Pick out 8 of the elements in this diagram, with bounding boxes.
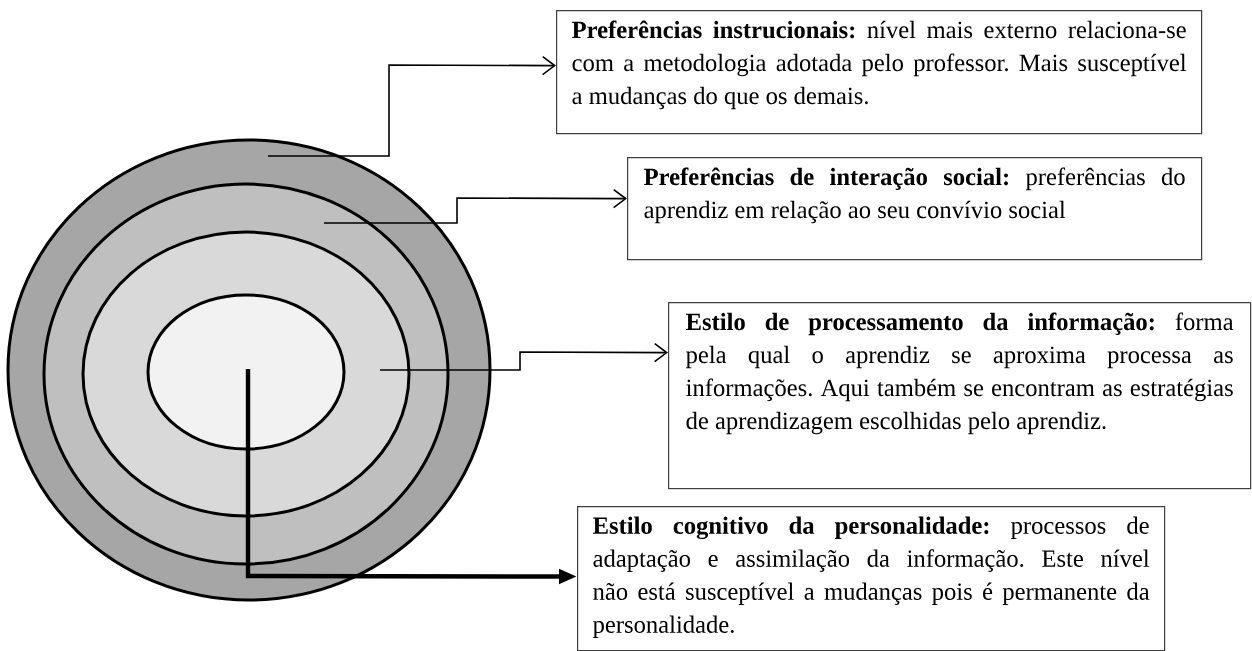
center-ellipse <box>146 293 346 451</box>
text-box: Estilo de processamento da informação: forma pela qual o aprendiz se aproxima processa as informações. Aqui também se encontram as estratégias de aprendizagem escolhidas pelo aprendiz. <box>668 302 1252 490</box>
text-box: Estilo cognitivo da personalidade: processos de adaptação e assimilação da informação. Este nível não está susceptível a mudanças pois é permanente da personalidade. <box>577 506 1166 651</box>
text-box: Preferências de interação social: preferências do aprendiz em relação ao seu convívio social <box>627 157 1203 261</box>
arrow <box>267 55 556 157</box>
text-box: Preferências instrucionais: nível mais externo relaciona-se com a metodologia adotada pelo professor. Mais susceptível a mudanças do que os demais. <box>556 10 1203 135</box>
arrow <box>323 188 627 224</box>
arrow <box>379 342 668 371</box>
